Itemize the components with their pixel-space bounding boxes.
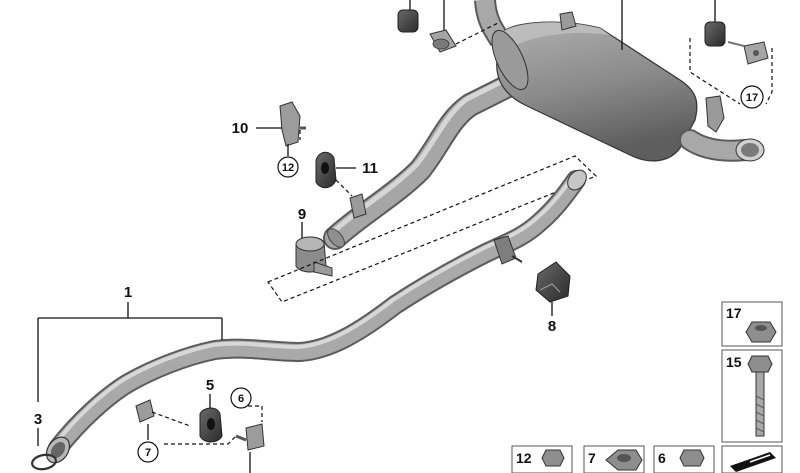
hw-cell-6-label: 6: [658, 450, 666, 466]
clamp-3: [31, 436, 71, 471]
dash-top-left: [455, 21, 501, 45]
clamp-9: [295, 236, 333, 277]
bracket-10: [279, 101, 301, 147]
rear-pipe-bracket: [349, 193, 367, 219]
circled-label-7-text: 7: [145, 447, 151, 459]
label-part-8: 8: [548, 318, 556, 335]
rubber-hanger-top-left: [397, 9, 457, 53]
hw-cell-15: 15: [721, 349, 783, 443]
label-part-9: 9: [298, 206, 306, 223]
hw-cell-7: 7: [583, 445, 645, 473]
hw-cell-6: 6: [653, 445, 715, 473]
bracket-7: [135, 399, 155, 423]
hw-cell-7-label: 7: [588, 450, 596, 466]
center-pipe-clamp: [493, 235, 523, 265]
leaders: [37, 127, 553, 473]
front-pipe: [48, 169, 587, 458]
muffler-bracket-right: [705, 95, 725, 133]
circled-label-7: 7: [137, 441, 159, 463]
hw-cell-12-label: 12: [516, 450, 532, 466]
rubber-hanger-11: [315, 151, 337, 189]
dash-top-right-a: [689, 38, 741, 105]
hw-cell-12: 12: [511, 445, 573, 473]
dash-middle-frame: [267, 155, 598, 303]
dash-5-6: [164, 435, 237, 445]
bolt-head-icon: [679, 449, 705, 467]
rubber-hanger-top-right: [704, 21, 769, 65]
flange-nut-icon: [745, 321, 777, 343]
hw-cell-17: 17: [721, 301, 783, 347]
rear-inlet-pipe: [323, 73, 522, 250]
tail-pipe: [679, 129, 765, 162]
hex-bolt-icon: [747, 355, 773, 437]
bracket-6: [235, 423, 265, 451]
label-part-5: 5: [206, 377, 214, 394]
circled-label-12-text: 12: [282, 162, 294, 174]
hw-cell-17-label: 17: [726, 305, 742, 321]
rubber-hanger-5: [199, 407, 223, 443]
circled-label-17-text: 17: [746, 92, 758, 104]
circled-label-17: 17: [740, 85, 764, 109]
hw-cell-15-label: 15: [726, 354, 742, 370]
label-part-3: 3: [34, 411, 42, 428]
bolt-head-icon: [541, 449, 565, 467]
label-part-10: 10: [232, 120, 249, 137]
dash-top-right-b: [765, 48, 773, 105]
label-part-11: 11: [362, 160, 378, 177]
hw-cell-arrow: [721, 445, 783, 473]
muffler-bracket-top: [559, 11, 577, 31]
circled-label-12: 12: [277, 156, 299, 178]
rubber-hanger-8: [535, 261, 571, 303]
label-part-1: 1: [124, 284, 132, 301]
dash-11: [335, 179, 353, 197]
circled-label-6: 6: [230, 387, 252, 409]
circled-label-6-text: 6: [238, 393, 244, 405]
